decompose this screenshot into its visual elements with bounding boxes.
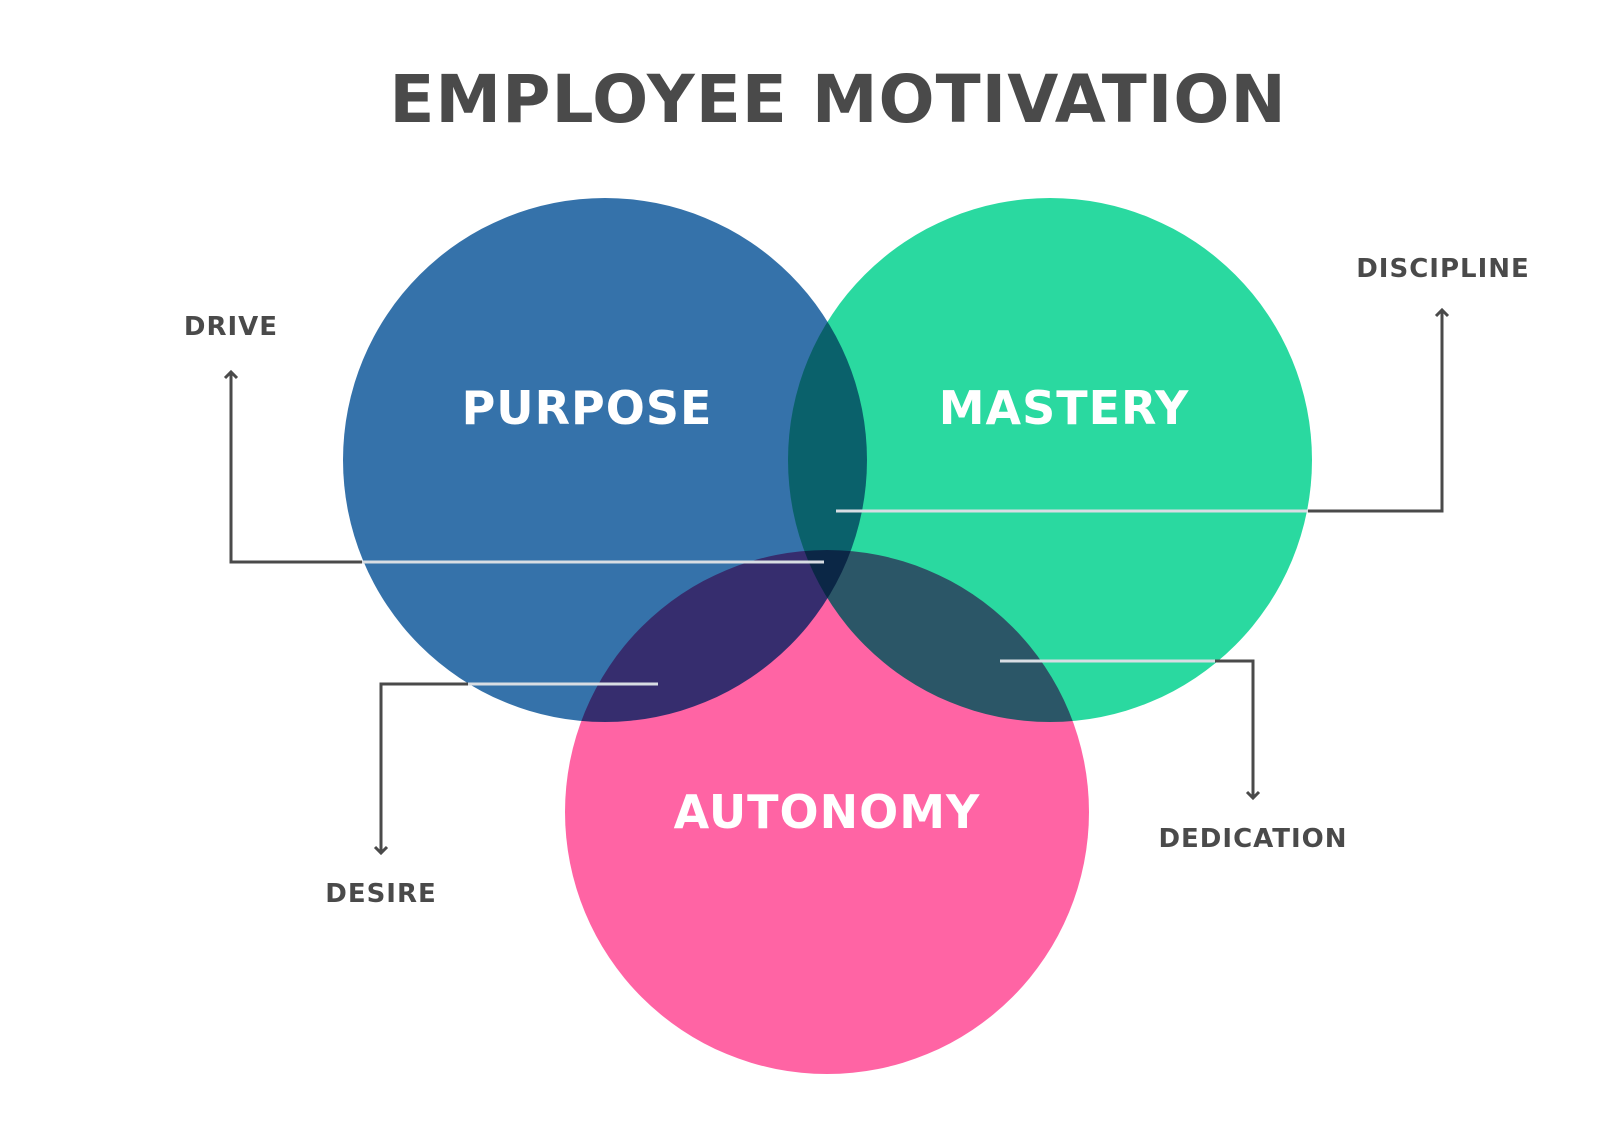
circles-group: [343, 198, 1312, 1074]
leader-lines: [223, 307, 1450, 856]
drive-label: DRIVE: [184, 312, 278, 342]
inner-lines: [362, 509, 1308, 686]
discipline-leader: [1308, 307, 1450, 513]
diagram-title: EMPLOYEE MOTIVATION: [389, 61, 1286, 138]
mastery-label: MASTERY: [939, 381, 1190, 435]
purpose-label: PURPOSE: [462, 381, 713, 435]
autonomy-circle: [565, 550, 1089, 1074]
dedication-label: DEDICATION: [1158, 824, 1347, 854]
discipline-label: DISCIPLINE: [1356, 254, 1530, 284]
desire-leader: [373, 682, 468, 856]
autonomy-label: AUTONOMY: [674, 785, 981, 839]
drive-leader: [223, 369, 362, 564]
desire-label: DESIRE: [325, 879, 437, 909]
dedication-leader: [1215, 659, 1261, 801]
